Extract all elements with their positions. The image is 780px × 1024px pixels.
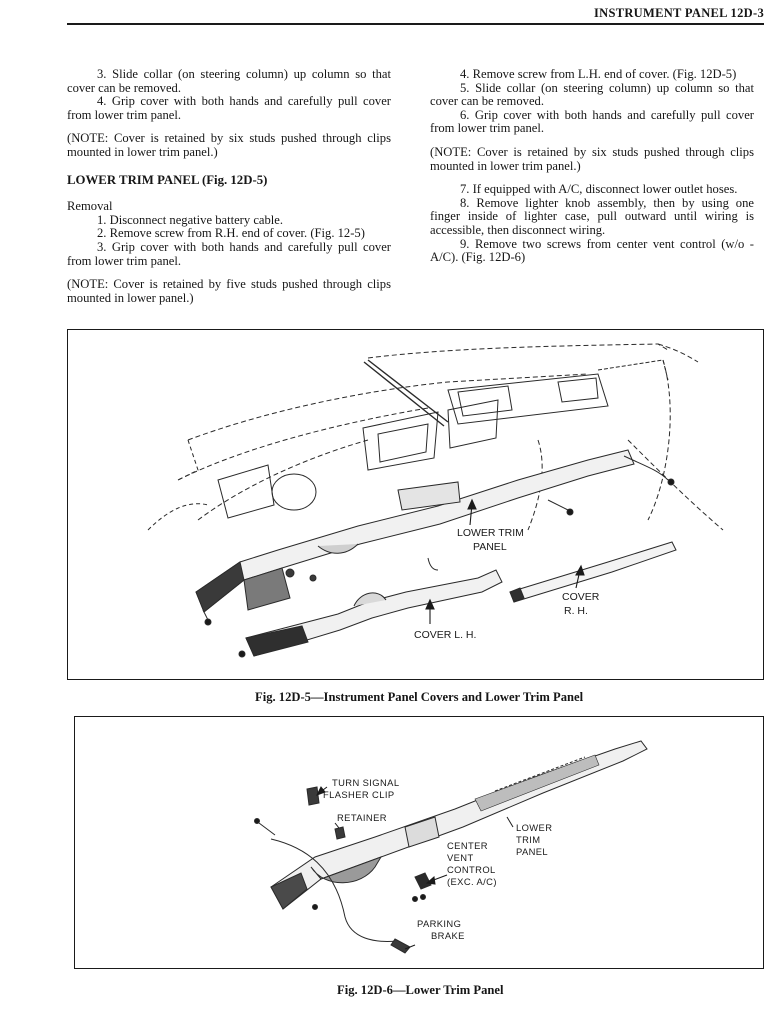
label-lower-1: LOWER — [516, 822, 552, 833]
figure-12d-5-caption: Fig. 12D-5—Instrument Panel Covers and L… — [255, 690, 584, 704]
figure-12d-6-illustration: TURN SIGNAL FLASHER CLIP RETAINER LOWER … — [254, 740, 648, 954]
label-parking-2: BRAKE — [431, 930, 465, 941]
label-turn-signal-1: TURN SIGNAL — [332, 777, 399, 788]
step-4-left: 4. Grip cover with both hands and carefu… — [67, 94, 391, 122]
label-center-1: CENTER — [447, 840, 488, 851]
label-lower-trim-1: LOWER TRIM — [457, 527, 524, 539]
section-title: LOWER TRIM PANEL (Fig. 12D-5) — [67, 172, 268, 187]
label-lower-2: TRIM — [516, 834, 541, 845]
label-center-4: (EXC. A/C) — [447, 876, 497, 887]
figure-12d-5-illustration: LOWER TRIM PANEL COVER R. H. COVER L. H. — [147, 343, 724, 658]
header-rule — [67, 23, 764, 25]
step-6-right: 6. Grip cover with both hands and carefu… — [430, 107, 754, 136]
note-left-1: (NOTE: Cover is retained by six studs pu… — [67, 131, 391, 159]
removal-step-1: 1. Disconnect negative battery cable. — [97, 212, 284, 227]
label-cover-rh-1: COVER — [562, 591, 600, 603]
label-lower-3: PANEL — [516, 846, 548, 857]
note-right: (NOTE: Cover is retained by six studs pu… — [430, 144, 754, 173]
step-7-right: 7. If equipped with A/C, disconnect lowe… — [460, 182, 738, 197]
removal-step-2: 2. Remove screw from R.H. end of cover. … — [97, 226, 365, 241]
label-center-3: CONTROL — [447, 864, 496, 875]
step-8-right: 8. Remove lighter knob assembly, then by… — [430, 195, 754, 237]
label-cover-lh: COVER L. H. — [414, 629, 476, 641]
figure-12d-5: LOWER TRIM PANEL COVER R. H. COVER L. H. — [67, 329, 764, 680]
figure-12d-6: TURN SIGNAL FLASHER CLIP RETAINER LOWER … — [74, 716, 764, 969]
note-left-2: (NOTE: Cover is retained by five studs p… — [67, 277, 391, 305]
step-9-right: 9. Remove two screws from center vent co… — [430, 236, 754, 265]
label-cover-rh-2: R. H. — [564, 605, 588, 617]
step-5-right: 5. Slide collar (on steering column) up … — [430, 80, 754, 109]
removal-subhead: Removal — [67, 199, 113, 214]
label-center-2: VENT — [447, 852, 474, 863]
figure-12d-6-caption: Fig. 12D-6—Lower Trim Panel — [337, 983, 504, 997]
page-header: INSTRUMENT PANEL 12D-3 — [593, 6, 764, 20]
label-parking-1: PARKING — [417, 918, 461, 929]
label-turn-signal-2: FLASHER CLIP — [323, 789, 395, 800]
left-column: 3. Slide collar (on steering column) up … — [67, 67, 391, 305]
label-retainer: RETAINER — [337, 812, 387, 823]
label-lower-trim-2: PANEL — [473, 541, 507, 553]
step-3-left: 3. Slide collar (on steering column) up … — [67, 67, 391, 95]
removal-step-3: 3. Grip cover with both hands and carefu… — [67, 239, 391, 268]
right-column: 4. Remove screw from L.H. end of cover. … — [430, 67, 754, 265]
step-4-right: 4. Remove screw from L.H. end of cover. … — [460, 67, 737, 81]
